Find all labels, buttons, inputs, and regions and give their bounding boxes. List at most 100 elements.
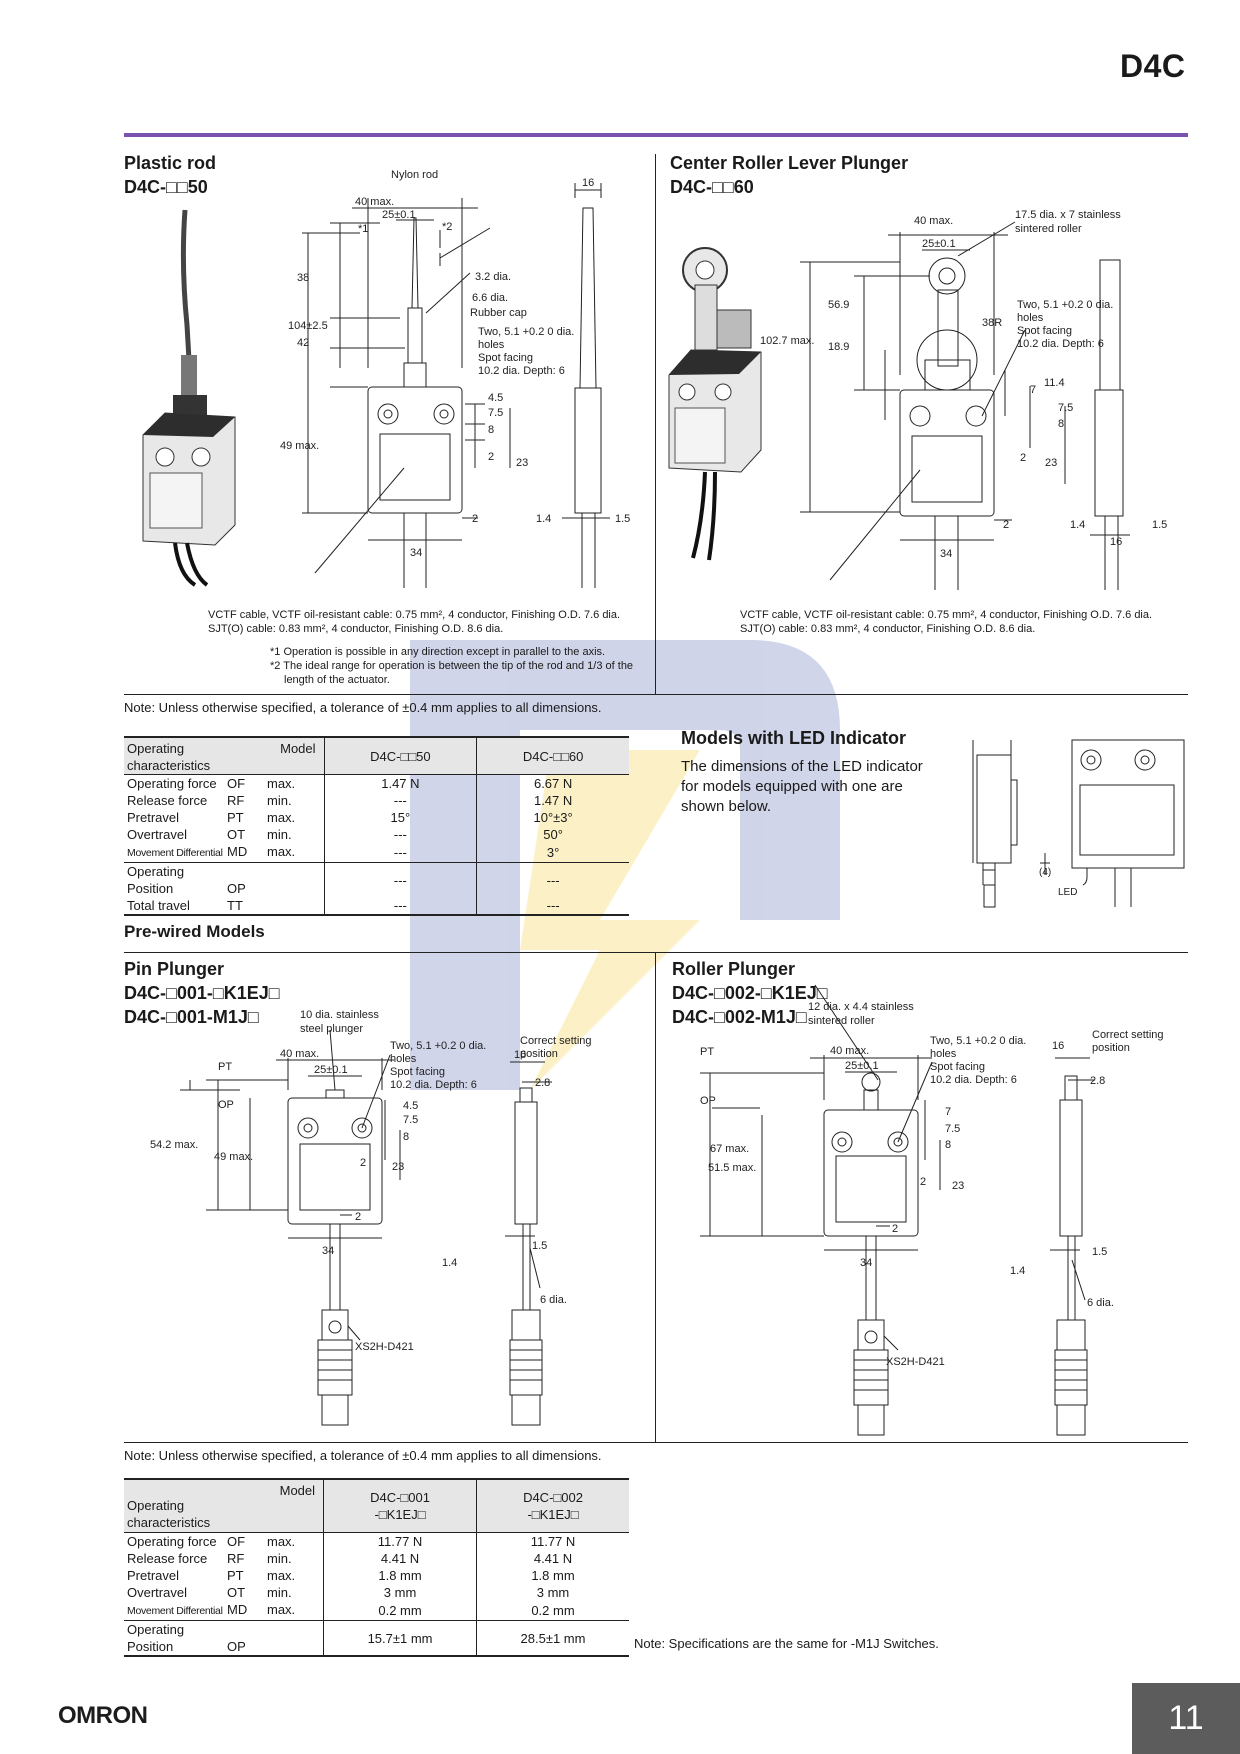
pp-dim-2-8: 2.8 [535, 1077, 550, 1089]
pp-op-label: OP [218, 1099, 234, 1111]
characteristic-abbr: OT [227, 827, 246, 842]
dim-1-5: 1.5 [615, 513, 630, 525]
roller-plunger-model-1: D4C-□002-□K1EJ□ [672, 983, 828, 1003]
cr-dim-16: 16 [1110, 536, 1122, 548]
rp-dim-40: 40 max. [830, 1045, 869, 1057]
value-cell: 6.67 N [533, 776, 573, 791]
pp-correct-2: position [520, 1048, 558, 1060]
dim-2-w: 2 [472, 513, 478, 525]
value-cell: 50° [543, 827, 563, 842]
pp-dim-25: 25±0.1 [314, 1064, 348, 1076]
dim-102-7: 102.7 max. [760, 335, 814, 347]
value-cell: 1.8 mm [531, 1568, 575, 1583]
rp-holes-3: Spot facing [930, 1061, 985, 1073]
rp-roller-2: sintered roller [808, 1015, 875, 1027]
omron-logo: OMRON [58, 1702, 148, 1729]
characteristic-limit: max. [267, 776, 296, 791]
cr-holes-4: 10.2 dia. Depth: 6 [1017, 338, 1104, 350]
pin-plunger-model-2: D4C-□001-M1J□ [124, 1007, 259, 1027]
characteristic-abbr: OP [227, 881, 246, 896]
rp-dim-1-4: 1.4 [1010, 1265, 1025, 1277]
pp-dim-4-5: 4.5 [403, 1100, 418, 1112]
pp-dim-2: 2 [360, 1157, 366, 1169]
characteristic-name: Release force [127, 1551, 208, 1566]
value-cell: 1.47 N [324, 774, 478, 792]
document-code: D4C [1120, 48, 1186, 84]
cr-dim-40: 40 max. [914, 215, 953, 227]
top-accent-rule [124, 133, 1188, 137]
characteristic-abbr: OT [227, 1585, 246, 1600]
pp-dim-49: 49 max. [214, 1151, 253, 1163]
table2-oc-label-2: characteristics [127, 1514, 211, 1530]
value-cell: --- [324, 897, 478, 916]
tolerance-note-1: Note: Unless otherwise specified, a tole… [124, 700, 602, 715]
roller-plunger-model-2: D4C-□002-M1J□ [672, 1007, 807, 1027]
cr-holes-1: Two, 5.1 +0.2 0 dia. [1017, 299, 1113, 311]
characteristic-limit: min. [267, 1585, 292, 1600]
characteristics-table-2: Model Operating characteristics D4C-□001… [124, 1478, 629, 1657]
table1-col-60: D4C-□□60 [476, 736, 629, 775]
pp-dim-16: 16 [514, 1049, 526, 1061]
characteristic-abbr: PT [227, 810, 244, 825]
footnote-1: *1 Operation is possible in any directio… [270, 646, 606, 658]
table2-col-001-a: D4C-□001 [370, 1490, 430, 1505]
dim-38: 38 [297, 272, 309, 284]
dim-4-5: 4.5 [488, 392, 503, 404]
dim-2: 2 [488, 451, 494, 463]
characteristic-limit: min. [267, 827, 292, 842]
value-cell: --- [476, 862, 629, 897]
table2-model-label: Model [279, 1483, 316, 1498]
cable-note-line-2-right: SJT(O) cable: 0.83 mm², 4 conductor, Fin… [740, 623, 1036, 635]
pp-connector-label: XS2H-D421 [355, 1341, 414, 1353]
value-cell: 11.77 N [323, 1532, 478, 1550]
dim-25: 25±0.1 [382, 209, 416, 221]
center-roller-title: Center Roller Lever Plunger [670, 153, 909, 173]
dim-56-9: 56.9 [828, 299, 849, 311]
pp-dim-8: 8 [403, 1131, 409, 1143]
value-cell: 11.77 N [530, 1534, 576, 1549]
cable-note-line-1: VCTF cable, VCTF oil-resistant cable: 0.… [208, 609, 621, 621]
pp-holes-3: Spot facing [390, 1066, 445, 1078]
page-number: 11 [1132, 1683, 1240, 1754]
center-roller-drawing: 18.9 40 max. 25±0.1 17.5 dia. x 7 stainl… [760, 209, 1167, 590]
value-cell: 28.5±1 mm [476, 1620, 629, 1657]
cr-holes-3: Spot facing [1017, 325, 1072, 337]
characteristic-name: Operating force [127, 776, 217, 791]
characteristic-limit: max. [267, 1602, 296, 1617]
tolerance-note-2: Note: Unless otherwise specified, a tole… [124, 1448, 602, 1463]
footnote-mark-2: *2 [442, 221, 452, 233]
pp-correct-1: Correct setting [520, 1035, 592, 1047]
characteristic-limit: min. [267, 1551, 292, 1566]
rp-dim-2-w: 2 [892, 1223, 898, 1235]
rp-correct-2: position [1092, 1042, 1130, 1054]
characteristic-limit: max. [267, 810, 296, 825]
characteristic-limit: min. [267, 793, 292, 808]
plastic-nylon-rod-label: Nylon rod [391, 169, 438, 181]
table1-oc-label-1: Operating [127, 740, 185, 756]
characteristic-abbr: OP [227, 1639, 246, 1654]
characteristic-name: Movement Differential [127, 1605, 223, 1617]
cr-dim-7: 7 [1030, 384, 1036, 396]
led-dim-4: (4) [1039, 867, 1051, 878]
rp-connector-label: XS2H-D421 [886, 1356, 945, 1368]
plastic-rod-title: Plastic rod [124, 153, 217, 173]
value-cell: 4.41 N [323, 1550, 478, 1567]
dim-38r: 38R [982, 317, 1002, 329]
cr-dim-25: 25±0.1 [922, 238, 956, 250]
rp-pt-label: PT [700, 1046, 714, 1058]
center-roller-product-image [668, 247, 762, 561]
characteristic-name: Pretravel [127, 810, 180, 825]
led-drawing: (4) LED [972, 739, 1185, 908]
cr-dim-1-5: 1.5 [1152, 519, 1167, 531]
value-cell: 10°±3° [533, 810, 573, 825]
cr-dim-8: 8 [1058, 418, 1064, 430]
prewired-title: Pre-wired Models [124, 922, 265, 941]
